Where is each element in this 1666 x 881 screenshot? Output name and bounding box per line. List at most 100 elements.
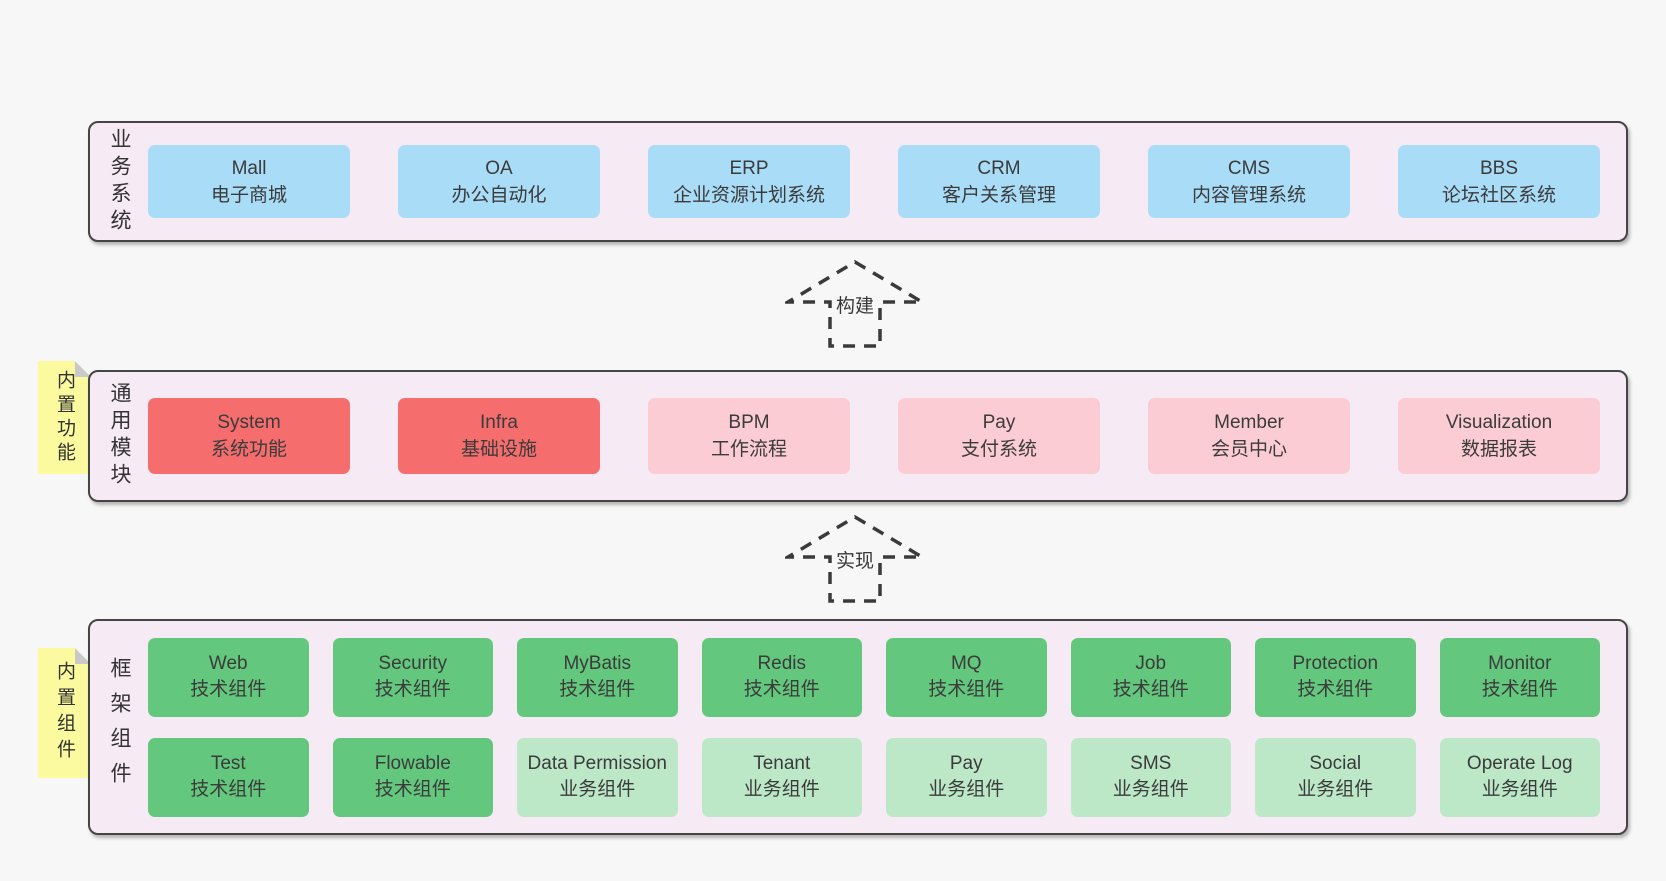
box-subtitle: 业务组件	[559, 779, 636, 800]
box-subtitle: 技术组件	[559, 679, 636, 700]
box-subtitle: 技术组件	[1481, 679, 1558, 700]
box-social: Social 业务组件	[1255, 737, 1416, 817]
box-subtitle: 技术组件	[1297, 679, 1374, 700]
box-tenant: Tenant 业务组件	[701, 737, 862, 817]
box-title: ERP	[729, 157, 769, 179]
box-operate-log: Operate Log 业务组件	[1439, 737, 1600, 817]
box-title: Tenant	[753, 753, 811, 774]
box-title: BBS	[1479, 157, 1519, 179]
box-oa: OA 办公自动化	[398, 145, 600, 218]
box-title: Member	[1214, 412, 1284, 433]
box-title: Social	[1309, 753, 1362, 774]
box-subtitle: 技术组件	[190, 679, 267, 700]
layer-label: 通用模块	[108, 382, 131, 490]
box-title: Security	[378, 653, 448, 674]
box-subtitle: 技术组件	[743, 679, 820, 700]
box-sms: SMS 业务组件	[1070, 737, 1231, 817]
build-arrow: 构建	[785, 259, 925, 349]
box-subtitle: 技术组件	[374, 679, 451, 700]
box-title: CMS	[1227, 157, 1271, 179]
box-title: Data Permission	[527, 753, 667, 774]
box-title: System	[217, 412, 281, 433]
implement-arrow-label: 实现	[831, 546, 879, 574]
box-member: Member 会员中心	[1148, 398, 1350, 474]
box-title: Redis	[757, 653, 807, 674]
box-title: Monitor	[1488, 653, 1552, 674]
box-subtitle: 论坛社区系统	[1441, 184, 1556, 206]
box-subtitle: 办公自动化	[451, 184, 547, 206]
dashed-up-arrow-icon	[785, 514, 925, 603]
box-subtitle: 基础设施	[460, 439, 537, 460]
builtin-features-note: 内置功能	[38, 361, 91, 474]
box-subtitle: 数据报表	[1460, 439, 1537, 460]
box-title: Protection	[1292, 653, 1379, 674]
box-job: Job 技术组件	[1070, 637, 1231, 717]
box-row: Mall 电子商城 OA 办公自动化 ERP 企业资源计划系统 CRM 客户关系…	[148, 145, 1600, 218]
box-erp: ERP 企业资源计划系统	[648, 145, 850, 218]
box-subtitle: 内容管理系统	[1191, 184, 1306, 206]
box-bpm: BPM 工作流程	[648, 398, 850, 474]
box-row: Test 技术组件 Flowable 技术组件 Data Permission …	[148, 737, 1600, 817]
box-web: Web 技术组件	[148, 637, 309, 717]
box-subtitle: 会员中心	[1210, 439, 1287, 460]
box-row: System 系统功能 Infra 基础设施 BPM 工作流程 Pay 支付系统…	[148, 398, 1600, 474]
box-title: BPM	[728, 412, 770, 433]
box-redis: Redis 技术组件	[701, 637, 862, 717]
box-title: Mall	[231, 157, 267, 179]
layer-business-systems: 业务系统 Mall 电子商城 OA 办公自动化 ERP 企业资源计划系统 CRM…	[88, 121, 1628, 242]
box-subtitle: 业务组件	[1297, 779, 1374, 800]
layer-common-modules: 通用模块 System 系统功能 Infra 基础设施 BPM 工作流程 Pay…	[88, 370, 1628, 502]
build-arrow-label: 构建	[831, 291, 879, 319]
box-title: Flowable	[374, 753, 451, 774]
box-subtitle: 电子商城	[210, 184, 287, 206]
box-subtitle: 技术组件	[374, 779, 451, 800]
box-title: CRM	[977, 157, 1021, 179]
box-title: SMS	[1130, 753, 1172, 774]
box-infra: Infra 基础设施	[398, 398, 600, 474]
builtin-components-note: 内置组件	[38, 648, 91, 778]
box-cms: CMS 内容管理系统	[1148, 145, 1350, 218]
box-title: MQ	[950, 653, 982, 674]
box-title: Visualization	[1445, 412, 1553, 433]
box-title: MyBatis	[563, 653, 632, 674]
box-visualization: Visualization 数据报表	[1398, 398, 1600, 474]
component-rows: Web 技术组件 Security 技术组件 MyBatis 技术组件 Redi…	[148, 637, 1600, 817]
dashed-up-arrow-icon	[785, 259, 925, 348]
box-title: Test	[210, 753, 246, 774]
box-title: OA	[485, 157, 513, 179]
box-subtitle: 企业资源计划系统	[672, 184, 825, 206]
box-row: Web 技术组件 Security 技术组件 MyBatis 技术组件 Redi…	[148, 637, 1600, 717]
box-pay: Pay 支付系统	[898, 398, 1100, 474]
box-subtitle: 技术组件	[190, 779, 267, 800]
box-subtitle: 业务组件	[743, 779, 820, 800]
box-system: System 系统功能	[148, 398, 350, 474]
box-subtitle: 业务组件	[1112, 779, 1189, 800]
box-title: Web	[208, 653, 248, 674]
box-mq: MQ 技术组件	[886, 637, 1047, 717]
box-subtitle: 支付系统	[960, 439, 1037, 460]
box-title: Infra	[479, 412, 519, 433]
box-title: Pay	[982, 412, 1016, 433]
box-bbs: BBS 论坛社区系统	[1398, 145, 1600, 218]
box-title: Operate Log	[1466, 753, 1573, 774]
box-flowable: Flowable 技术组件	[332, 737, 493, 817]
box-subtitle: 业务组件	[1481, 779, 1558, 800]
box-crm: CRM 客户关系管理	[898, 145, 1100, 218]
box-subtitle: 业务组件	[928, 779, 1005, 800]
box-security: Security 技术组件	[332, 637, 493, 717]
box-subtitle: 系统功能	[210, 439, 287, 460]
box-title: Job	[1135, 653, 1167, 674]
layer-framework-components: 框架组件 Web 技术组件 Security 技术组件 MyBatis 技术组件…	[88, 619, 1628, 835]
implement-arrow: 实现	[785, 514, 925, 604]
box-subtitle: 客户关系管理	[941, 184, 1056, 206]
box-mybatis: MyBatis 技术组件	[517, 637, 678, 717]
box-test: Test 技术组件	[148, 737, 309, 817]
box-data-permission: Data Permission 业务组件	[517, 737, 678, 817]
box-subtitle: 技术组件	[1112, 679, 1189, 700]
box-pay-component: Pay 业务组件	[886, 737, 1047, 817]
box-protection: Protection 技术组件	[1255, 637, 1416, 717]
box-title: Pay	[949, 753, 983, 774]
layer-label: 业务系统	[108, 127, 131, 236]
box-subtitle: 技术组件	[928, 679, 1005, 700]
note-label: 内置组件	[54, 661, 75, 765]
